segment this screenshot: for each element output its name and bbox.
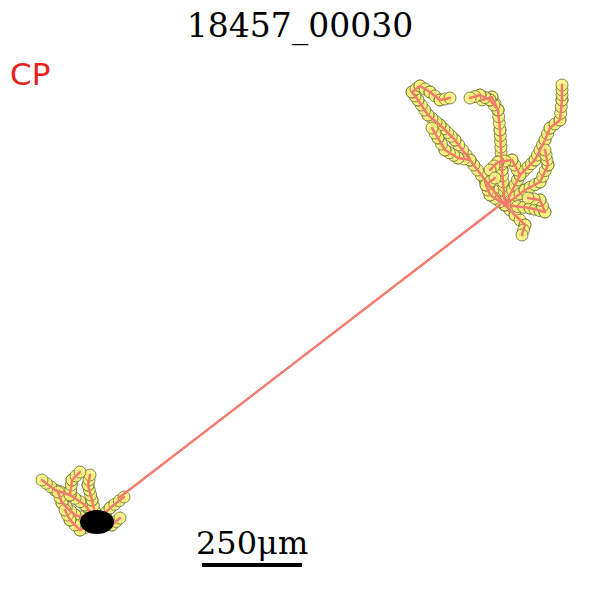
branch	[470, 95, 498, 110]
branch	[490, 160, 520, 175]
branch	[505, 150, 548, 205]
branch	[432, 128, 470, 160]
branch	[486, 178, 505, 205]
soma	[80, 510, 114, 534]
branch	[505, 205, 525, 235]
scale-bar	[202, 563, 302, 567]
node-markers	[36, 79, 568, 536]
branch	[505, 85, 562, 205]
axon-line	[120, 205, 500, 497]
branch	[412, 86, 505, 205]
trace-lines	[42, 85, 562, 530]
dendrite	[70, 472, 80, 495]
scale-label: 250μm	[196, 524, 308, 562]
branch	[430, 92, 450, 100]
plot-title: 18457_00030	[0, 6, 600, 45]
region-label: CP	[10, 56, 50, 92]
branch	[505, 198, 545, 212]
